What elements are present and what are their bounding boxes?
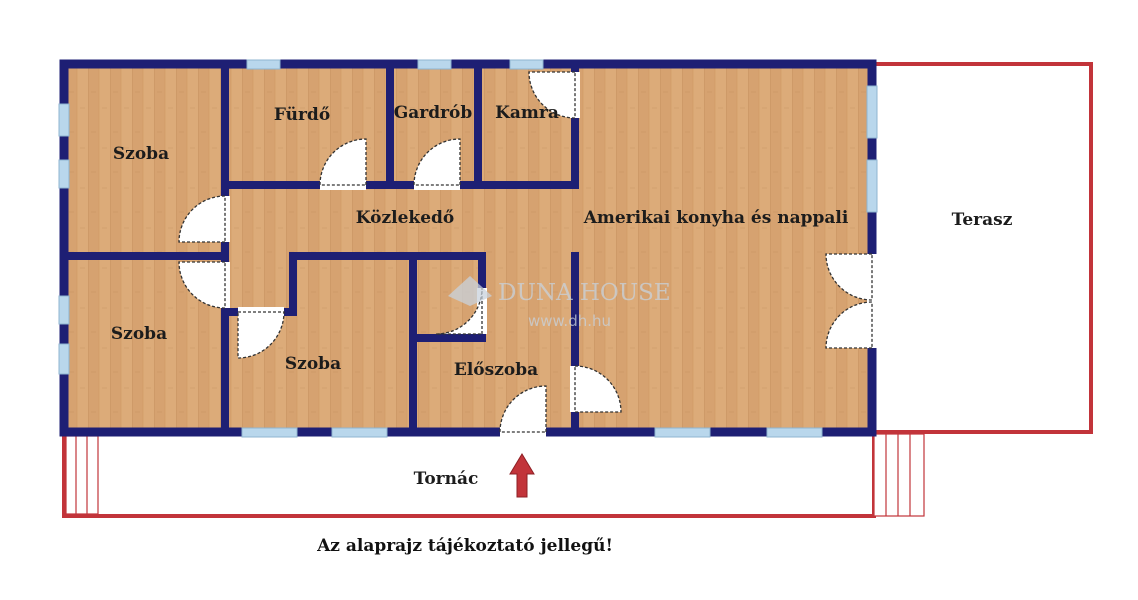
entrance-arrow-icon (509, 453, 535, 498)
room-label-eloszoba: Előszoba (454, 360, 538, 380)
room-label-szoba-1: Szoba (113, 144, 169, 164)
room-label-tornac: Tornác (414, 469, 479, 489)
terrace-outline (870, 62, 1093, 434)
porch-outline (62, 432, 925, 518)
watermark-brand: DUNA HOUSE (498, 280, 671, 306)
house-floor (64, 64, 872, 432)
watermark: DUNA HOUSE www.dh.hu (448, 276, 671, 330)
room-label-terasz: Terasz (952, 210, 1013, 230)
room-labels: Szoba Fürdő Gardrób Kamra Közlekedő Amer… (111, 103, 1013, 489)
room-label-nappali: Amerikai konyha és nappali (583, 208, 849, 228)
doors (178, 71, 877, 437)
room-label-furdo: Fürdő (274, 105, 330, 125)
disclaimer-text: Az alaprajz tájékoztató jellegű! (317, 536, 613, 556)
room-label-gardrob: Gardrób (394, 103, 473, 123)
windows (58, 59, 878, 438)
room-label-kamra: Kamra (495, 103, 559, 123)
room-label-szoba-2: Szoba (111, 324, 167, 344)
watermark-url: www.dh.hu (528, 312, 611, 330)
watermark-logo-icon (448, 276, 492, 306)
room-label-szoba-3: Szoba (285, 354, 341, 374)
room-label-kozlekedo: Közlekedő (356, 208, 455, 228)
